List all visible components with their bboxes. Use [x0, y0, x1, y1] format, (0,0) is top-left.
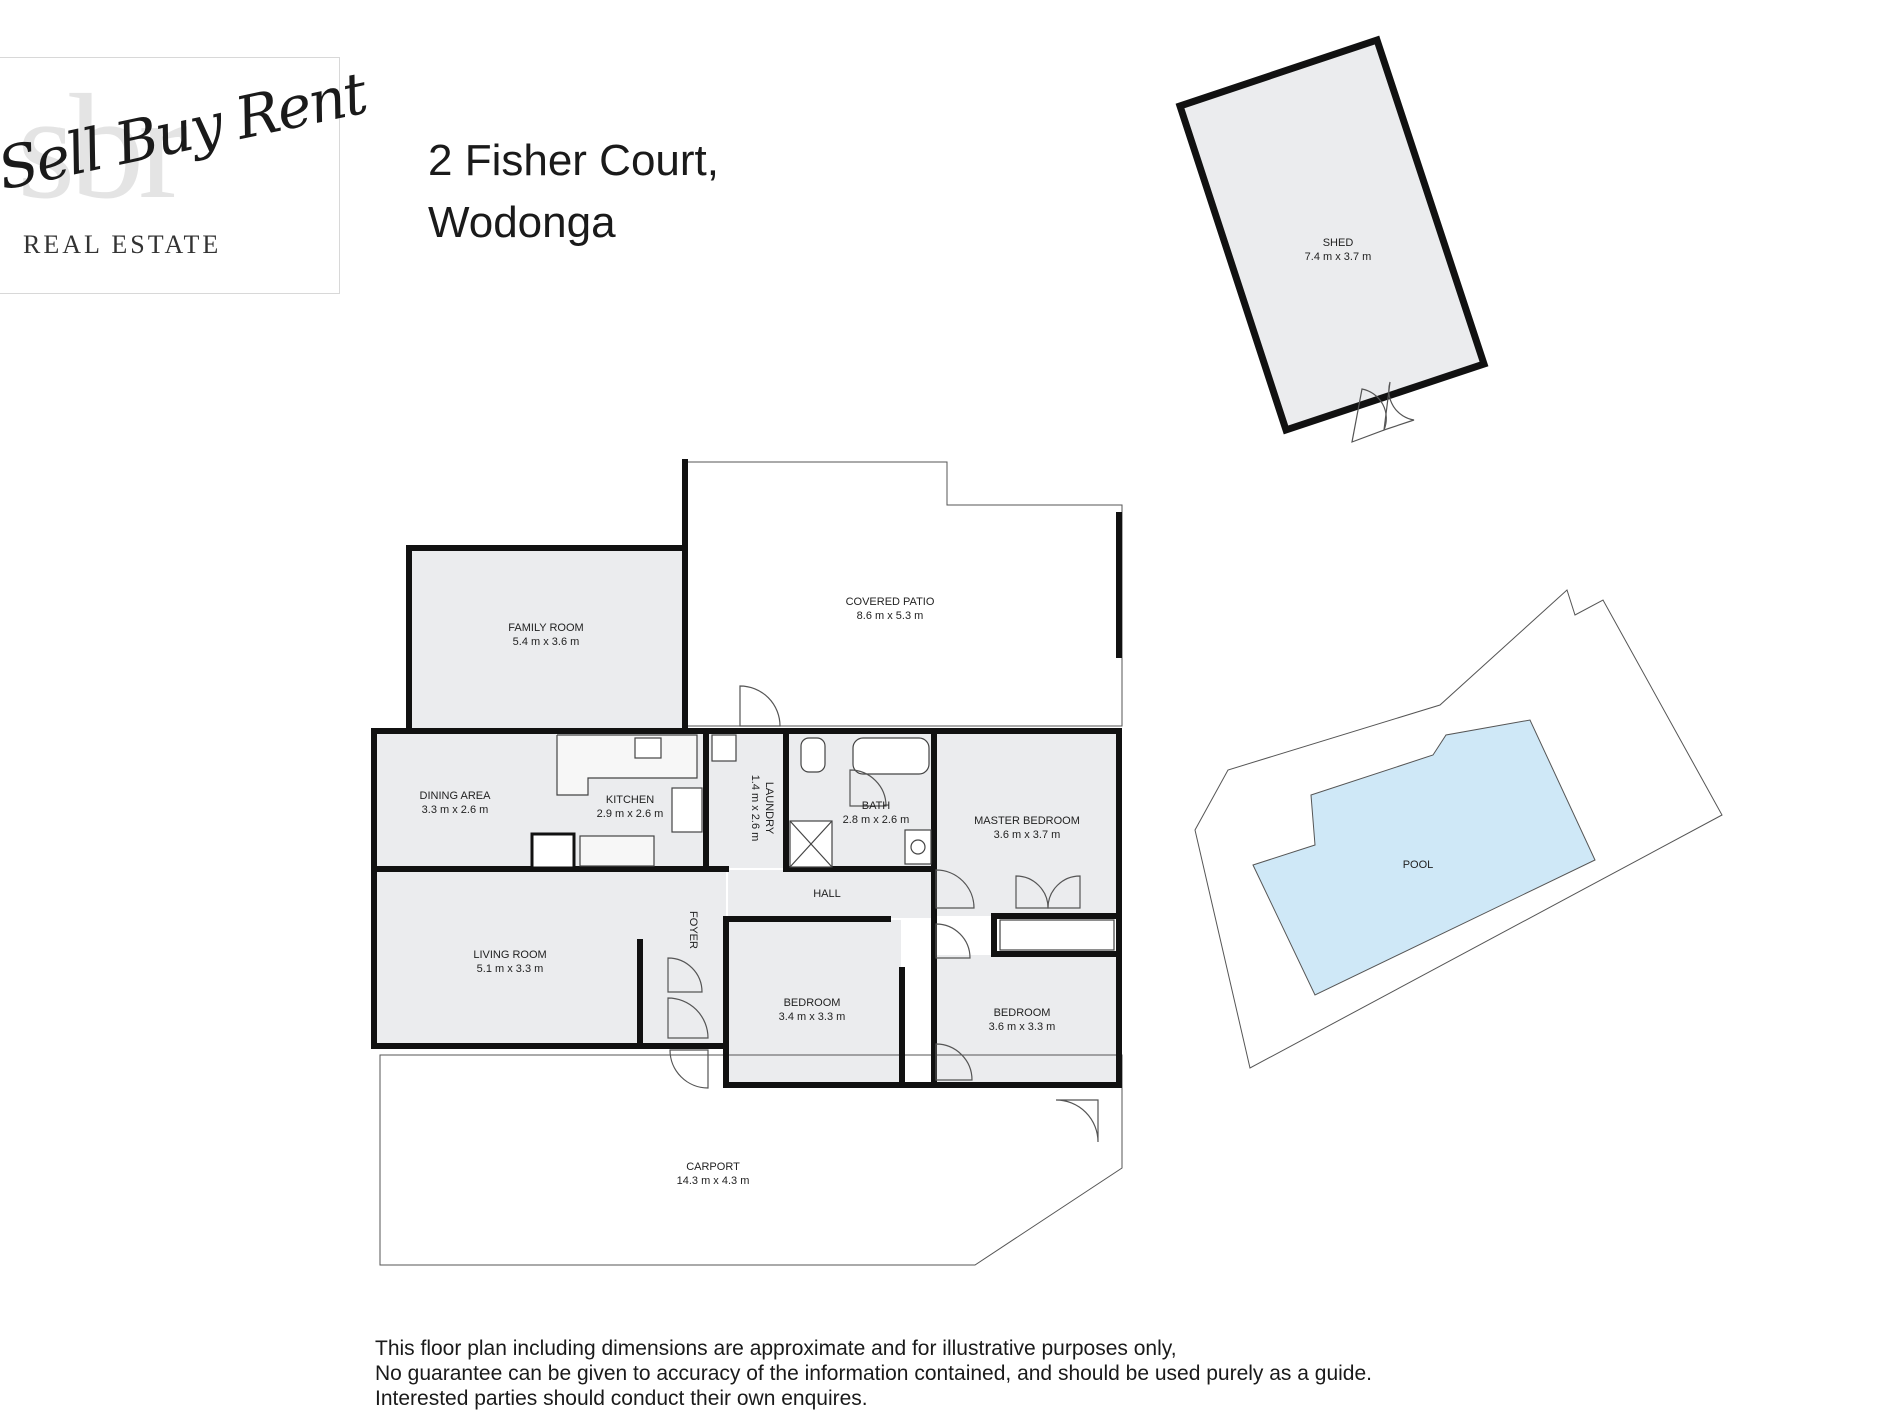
bathtub-icon [852, 737, 930, 775]
room-label: COVERED PATIO [846, 596, 935, 608]
door-swing [669, 1049, 709, 1089]
carport-outline [379, 1054, 1123, 1266]
door-swing [935, 869, 975, 909]
kitchen-bench [556, 734, 698, 796]
room-size: 7.4 m x 3.7 m [1305, 251, 1372, 263]
room-size: 3.4 m x 3.3 m [779, 1011, 846, 1023]
door-swing [1055, 1099, 1099, 1143]
room-label: FOYER [687, 911, 699, 949]
logo-subtitle: REAL ESTATE [23, 230, 222, 259]
wardrobe-icon [999, 919, 1115, 951]
room-label: LAUNDRY [763, 782, 775, 835]
fridge-icon [530, 832, 576, 870]
room-size: 1.4 m x 2.6 m [749, 775, 761, 842]
door-swing [935, 923, 971, 959]
walls [371, 35, 1489, 1088]
room-label: KITCHEN [606, 794, 654, 806]
room-size: 3.3 m x 2.6 m [422, 804, 489, 816]
disclaimer: This floor plan including dimensions are… [375, 1336, 1372, 1411]
living-room-area [377, 870, 726, 1043]
door-swing [935, 1043, 973, 1081]
room-size: 5.1 m x 3.3 m [477, 963, 544, 975]
north-wall [371, 728, 1122, 1088]
disclaimer-line-3: Interested parties should conduct their … [375, 1387, 868, 1410]
shed-walls [1175, 35, 1489, 435]
room-label: SHED [1323, 237, 1354, 249]
family-room-area [409, 548, 683, 728]
room-label: LIVING ROOM [473, 949, 546, 961]
bedroom-2-area [728, 920, 901, 1083]
door-swing [667, 957, 703, 993]
room-size: 2.8 m x 2.6 m [843, 814, 910, 826]
door-swing [739, 685, 781, 727]
room-size: 8.6 m x 5.3 m [857, 610, 924, 622]
bedroom-3-area [935, 955, 1116, 1083]
room-size: 3.6 m x 3.3 m [989, 1021, 1056, 1033]
disclaimer-line-1: This floor plan including dimensions are… [375, 1337, 1177, 1360]
room-label: BEDROOM [994, 1007, 1051, 1019]
room-label: FAMILY ROOM [508, 622, 583, 634]
door-swing [667, 997, 709, 1039]
kitchen-sink-icon [634, 737, 662, 759]
laundry-tub-icon [711, 734, 737, 762]
room-size: 2.9 m x 2.6 m [597, 808, 664, 820]
room-label: POOL [1403, 859, 1434, 871]
covered-patio-outline [684, 461, 1123, 727]
agency-logo: sbr Sell Buy Rent REAL ESTATE [0, 57, 371, 294]
room-label: HALL [813, 888, 841, 900]
door-swing [1383, 381, 1415, 431]
room-label: DINING AREA [420, 790, 492, 802]
family-room-walls [406, 545, 688, 731]
room-label: BATH [862, 800, 891, 812]
logo-monogram: sbr [17, 64, 188, 230]
room-label: MASTER BEDROOM [974, 815, 1080, 827]
cooktop-icon [671, 787, 703, 833]
room-label: BEDROOM [784, 997, 841, 1009]
door-swing [849, 769, 887, 807]
pool-deck-outline [1194, 589, 1723, 1069]
fixtures [530, 734, 1115, 951]
address-line-2: Wodonga [428, 198, 616, 247]
room-size: 14.3 m x 4.3 m [677, 1175, 750, 1187]
disclaimer-line-2: No guarantee can be given to accuracy of… [375, 1362, 1372, 1385]
pool-water [1252, 719, 1596, 996]
hall-area [728, 870, 934, 918]
room-labels: SHED 7.4 m x 3.7 m COVERED PATIO 8.6 m x… [420, 237, 1434, 1187]
kitchen-island [579, 835, 655, 867]
property-address: 2 Fisher Court, Wodonga [428, 130, 719, 254]
room-size: 5.4 m x 3.6 m [513, 636, 580, 648]
room-label: CARPORT [686, 1161, 740, 1173]
toilet-icon [800, 737, 826, 773]
room-fills [377, 40, 1596, 1083]
main-outer-walls [371, 728, 729, 1049]
doors [667, 381, 1415, 1143]
room-size: 3.6 m x 3.7 m [994, 829, 1061, 841]
door-swing [1047, 875, 1081, 909]
address-line-1: 2 Fisher Court, [428, 136, 719, 185]
master-bedroom-area [935, 731, 1116, 916]
